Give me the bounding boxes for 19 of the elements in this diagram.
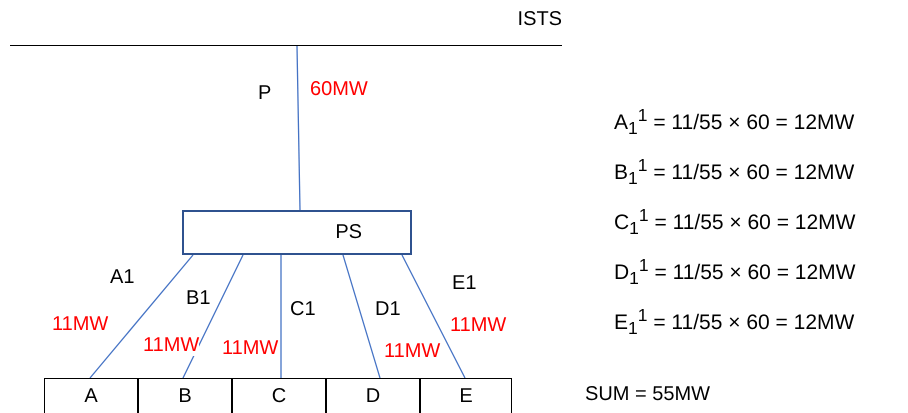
power-value: 11MW: [143, 334, 200, 356]
connector-line: [401, 254, 466, 378]
load-box: E: [420, 378, 512, 413]
connector-line: [182, 254, 244, 378]
allocation-formula: A$_{1}$$^{1}$ = 11/55 × 60 = 12MW: [614, 104, 854, 140]
load-box: A: [44, 378, 138, 413]
allocation-formula: E$_{1}$$^{1}$ = 11/55 × 60 = 12MW: [614, 304, 854, 340]
allocation-formula: C$_{1}$$^{1}$ = 11/55 × 60 = 12MW: [614, 204, 856, 240]
connector-line: [296, 46, 301, 210]
load-box: C: [232, 378, 326, 413]
substation-box: PS: [182, 210, 412, 255]
connector-line: [90, 254, 194, 378]
busbar-line: ISTS: [10, 4, 562, 46]
allocation-formula: B$_{1}$$^{1}$ = 11/55 × 60 = 12MW: [614, 154, 854, 190]
connector-line: [342, 254, 381, 378]
load-box: B: [138, 378, 232, 413]
load-box: D: [326, 378, 420, 413]
allocation-formula: D$_{1}$$^{1}$ = 11/55 × 60 = 12MW: [614, 254, 856, 290]
connector-line: [280, 255, 282, 378]
